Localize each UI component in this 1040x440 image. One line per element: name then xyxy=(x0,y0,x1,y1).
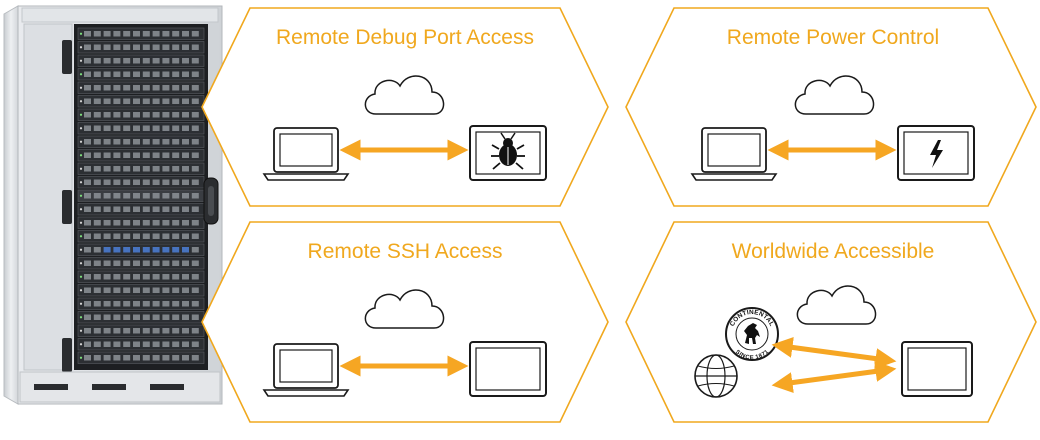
server-unit xyxy=(77,149,205,162)
panel-title-worldwide: Worldwide Accessible xyxy=(731,240,935,263)
server-unit xyxy=(77,81,205,94)
server-unit xyxy=(77,311,205,324)
monitor-device-icon xyxy=(469,125,547,181)
server-unit xyxy=(77,68,205,81)
server-unit xyxy=(77,189,205,202)
server-unit xyxy=(77,27,205,40)
angled-arrow-lower xyxy=(771,360,897,394)
server-unit xyxy=(77,257,205,270)
server-unit xyxy=(77,324,205,337)
server-unit xyxy=(77,41,205,54)
server-rack-icon xyxy=(3,5,223,405)
server-unit xyxy=(77,230,205,243)
server-unit xyxy=(77,284,205,297)
cloud-icon xyxy=(794,75,875,115)
globe-icon xyxy=(694,354,738,398)
server-unit xyxy=(77,270,205,283)
server-unit xyxy=(77,243,205,256)
laptop-icon xyxy=(262,343,350,397)
server-unit xyxy=(77,216,205,229)
server-unit xyxy=(77,54,205,67)
cloud-icon xyxy=(364,75,445,115)
bug-icon xyxy=(491,132,525,170)
panel-remote-debug-port-access xyxy=(201,7,609,207)
cloud-icon xyxy=(796,285,877,325)
laptop-icon xyxy=(262,127,350,181)
panel-remote-power-control xyxy=(625,7,1037,207)
server-unit xyxy=(77,338,205,351)
monitor-device-icon xyxy=(901,341,973,397)
cloud-icon xyxy=(364,289,445,329)
server-unit xyxy=(77,95,205,108)
server-unit xyxy=(77,108,205,121)
server-unit xyxy=(77,351,205,364)
panel-title-debug: Remote Debug Port Access xyxy=(276,26,534,49)
monitor-device-icon xyxy=(897,125,975,181)
continental-logo: CONTINENTAL SINCE 1871 xyxy=(725,307,779,361)
server-unit xyxy=(77,162,205,175)
server-unit xyxy=(77,122,205,135)
panel-worldwide-accessible: CONTINENTAL SINCE 1871 xyxy=(625,221,1037,423)
angled-arrow-upper xyxy=(771,336,897,370)
rearing-horse-icon xyxy=(744,323,760,344)
panel-remote-ssh-access xyxy=(201,221,609,423)
panel-title-ssh: Remote SSH Access xyxy=(307,240,503,263)
server-unit xyxy=(77,176,205,189)
monitor-device-icon xyxy=(469,341,547,397)
lightning-bolt-icon xyxy=(930,140,943,168)
laptop-icon xyxy=(690,127,778,181)
server-unit xyxy=(77,203,205,216)
panel-title-power: Remote Power Control xyxy=(726,26,940,49)
server-unit xyxy=(77,135,205,148)
server-unit xyxy=(77,297,205,310)
